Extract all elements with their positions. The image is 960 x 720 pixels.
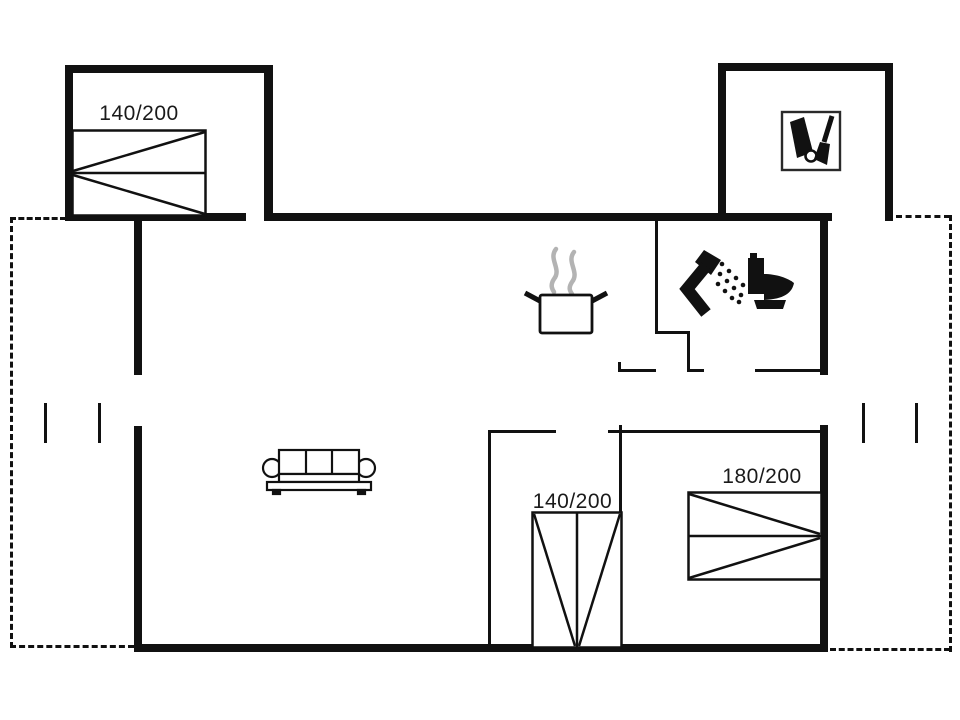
wall-bathroom-niche-right [687,331,690,372]
wall-bathroom-bottom-right [755,369,823,372]
terrace-left-bottom-dashed-line [10,645,134,648]
terrace-right-tick-2 [915,403,918,443]
wall-annex1-left [65,65,73,221]
vacuum-cleaner-icon [780,110,842,172]
terrace-right-top-dashed-line [896,215,950,218]
wall-bedroom3-top [608,430,823,433]
wall-annex1-right [264,65,273,221]
terrace-right-tick-1 [862,403,865,443]
wall-annex2-top [718,63,893,71]
double-bed-icon [71,129,207,217]
wall-main-top [264,213,832,221]
shower-icon [679,250,746,317]
steam-icon [549,246,577,297]
wall-bedroom2-left [488,430,491,648]
double-bed-icon-2 [687,491,823,581]
sofa-icon [261,448,377,496]
wall-ext-right-upper [820,213,828,375]
terrace-left-side-dashed-line [10,217,13,648]
wall-ext-left-lower [134,426,142,652]
wall-bathroom-left [655,221,658,334]
wall-annex1-bottom [65,213,246,221]
wall-bedroom2-top [488,430,556,433]
bed-size-label-bottom-right: 180/200 [722,465,802,488]
single-bed-icon [531,511,623,649]
wall-ext-right-lower [820,425,828,652]
wall-bathroom-bottom-left-stub [618,369,656,372]
terrace-left-top-dashed-line [10,217,66,220]
terrace-right-side-dashed-line [949,215,952,652]
terrace-right-bottom-dashed-line [830,648,950,651]
bed-size-label-bottom-middle: 140/200 [532,490,613,513]
wall-annex2-right [885,63,893,221]
bed-size-label-top-left: 140/200 [99,102,179,125]
cooking-pot-icon [523,290,609,335]
terrace-left-tick-1 [44,403,47,443]
wall-bathroom-bottom-mid [687,369,704,372]
toilet-icon [748,253,794,309]
wall-annex1-top [65,65,273,73]
wall-ext-bottom [134,644,828,652]
terrace-left-tick-2 [98,403,101,443]
wall-bathroom-bottom-left-stub-tick [618,362,621,369]
wall-annex2-left [718,63,726,221]
wall-ext-left-upper [134,213,142,375]
wall-bathroom-niche-top [655,331,690,334]
